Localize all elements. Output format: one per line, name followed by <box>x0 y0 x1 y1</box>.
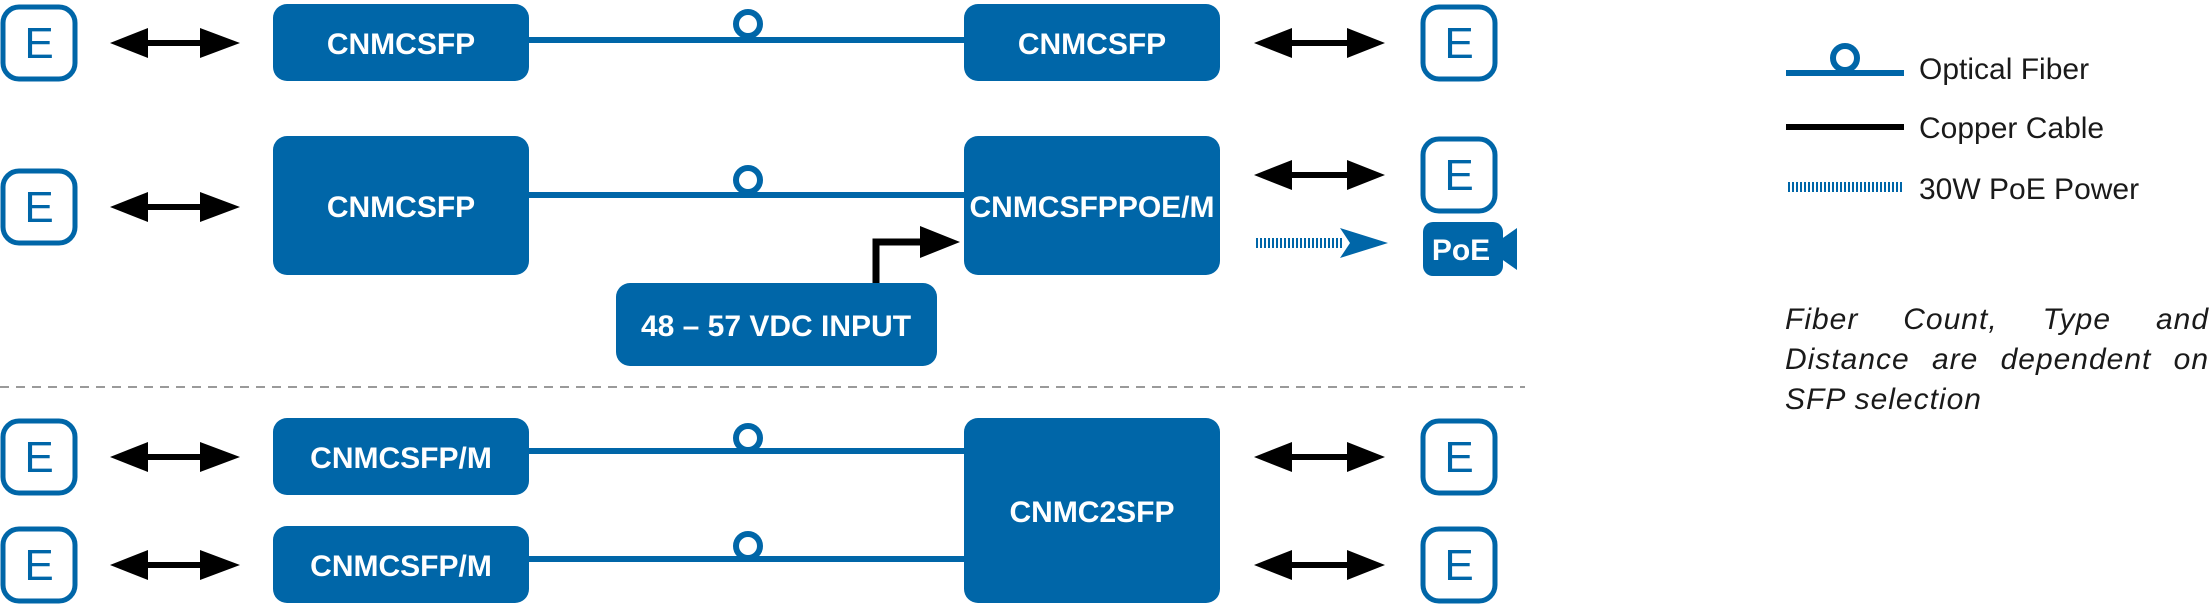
svg-text:CNMCSFP: CNMCSFP <box>1018 28 1166 61</box>
svg-text:CNMCSFP/M: CNMCSFP/M <box>310 550 492 583</box>
svg-text:E: E <box>24 19 53 68</box>
fiber-connector-icon <box>733 9 763 39</box>
bidirectional-arrow-icon <box>1254 550 1385 580</box>
fiber-connector-icon <box>733 423 763 453</box>
svg-text:E: E <box>24 541 53 590</box>
ethernet-port-icon: E <box>1420 4 1498 82</box>
device-r2-right: CNMCSFPPOE/M <box>964 136 1220 275</box>
fiber-connectors <box>733 9 763 561</box>
dc-input-connector <box>872 226 960 284</box>
svg-text:48 – 57 VDC INPUT: 48 – 57 VDC INPUT <box>641 310 911 343</box>
bidirectional-arrow-icon <box>110 28 240 58</box>
ethernet-port-icon: E <box>1420 136 1498 214</box>
device-r34-right: CNMC2SFP <box>964 418 1220 603</box>
poe-power-arrow <box>1254 228 1388 258</box>
legend: Optical Fiber Copper Cable 30W PoE Power <box>1786 43 2139 206</box>
device-r4-left: CNMCSFP/M <box>273 526 529 603</box>
poe-camera-icon: PoE <box>1423 222 1517 276</box>
fiber-connector-icon <box>733 531 763 561</box>
device-r1-left: CNMCSFP <box>273 4 529 81</box>
device-r1-right: CNMCSFP <box>964 4 1220 81</box>
ethernet-port-icon: E <box>0 168 78 246</box>
svg-text:E: E <box>1444 433 1473 482</box>
svg-text:CNMCSFP: CNMCSFP <box>327 28 475 61</box>
bidirectional-arrow-icon <box>110 550 240 580</box>
svg-text:CNMCSFP: CNMCSFP <box>327 191 475 224</box>
fiber-connector-icon <box>1830 43 1860 73</box>
device-power-input: 48 – 57 VDC INPUT <box>616 283 937 366</box>
svg-text:30W PoE Power: 30W PoE Power <box>1919 173 2139 206</box>
svg-text:CNMC2SFP: CNMC2SFP <box>1009 496 1174 529</box>
legend-optical-fiber: Optical Fiber <box>1786 43 2089 86</box>
device-r3-left: CNMCSFP/M <box>273 418 529 495</box>
bidirectional-arrow-icon <box>1254 28 1385 58</box>
svg-text:Copper Cable: Copper Cable <box>1919 112 2104 145</box>
ethernet-port-icon: E <box>0 4 78 82</box>
svg-text:Optical Fiber: Optical Fiber <box>1919 53 2089 86</box>
svg-text:CNMCSFP/M: CNMCSFP/M <box>310 442 492 475</box>
bidirectional-arrow-icon <box>1254 160 1385 190</box>
ethernet-port-icon: E <box>0 526 78 604</box>
fiber-connector-icon <box>733 165 763 195</box>
ethernet-port-icon: E <box>1420 526 1498 604</box>
copper-arrows <box>110 28 1385 580</box>
ethernet-ports: E E E E E E E E <box>0 4 1498 604</box>
ethernet-port-icon: E <box>1420 418 1498 496</box>
fiber-note: Fiber Count, Type and Distance are depen… <box>1785 303 2209 416</box>
svg-text:E: E <box>1444 19 1473 68</box>
svg-text:E: E <box>1444 151 1473 200</box>
bidirectional-arrow-icon <box>110 442 240 472</box>
legend-poe-power: 30W PoE Power <box>1786 173 2139 206</box>
svg-text:E: E <box>1444 541 1473 590</box>
bidirectional-arrow-icon <box>1254 442 1385 472</box>
legend-copper-cable: Copper Cable <box>1786 112 2104 145</box>
svg-text:E: E <box>24 433 53 482</box>
poe-device-label: PoE <box>1432 234 1490 267</box>
svg-text:E: E <box>24 183 53 232</box>
device-boxes: CNMCSFP CNMCSFP CNMCSFP CNMCSFPPOE/M 48 … <box>273 4 1220 603</box>
svg-text:CNMCSFPPOE/M: CNMCSFPPOE/M <box>969 191 1214 224</box>
ethernet-port-icon: E <box>0 418 78 496</box>
device-r2-left: CNMCSFP <box>273 136 529 275</box>
bidirectional-arrow-icon <box>110 192 240 222</box>
